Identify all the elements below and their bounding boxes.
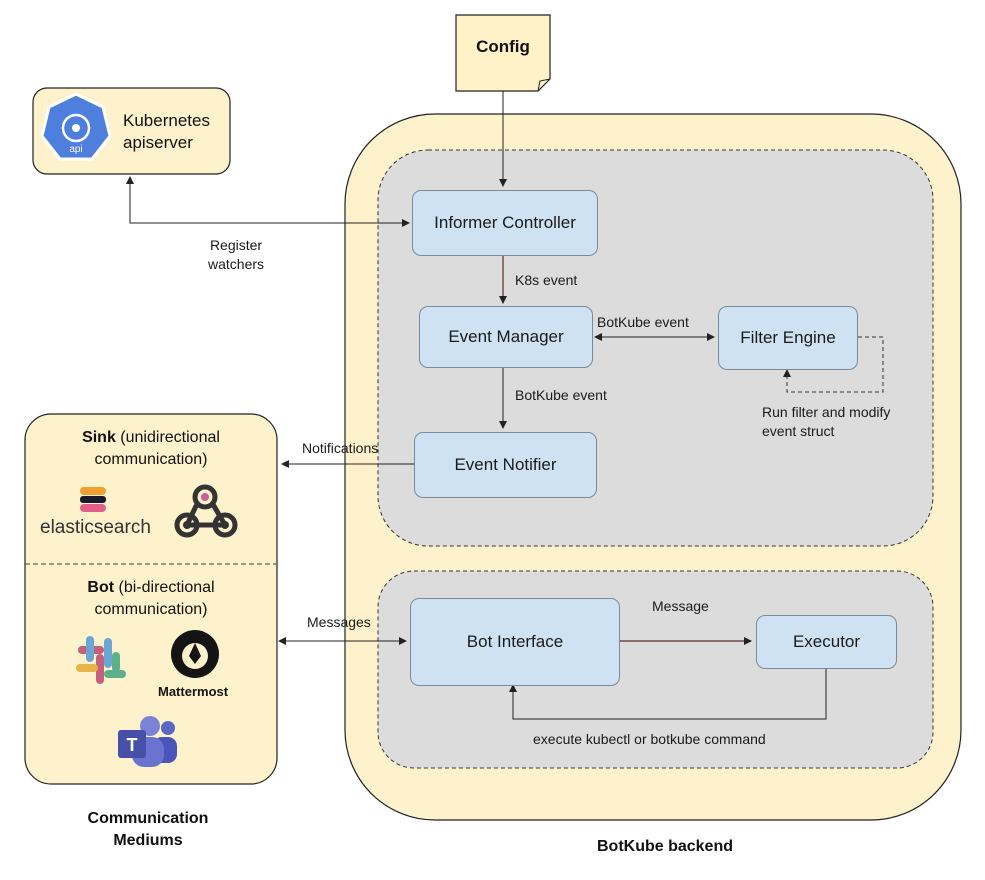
bot-heading-line2: communication) <box>94 601 208 618</box>
event-manager-box[interactable]: Event Manager <box>419 306 593 368</box>
bot-heading: Bot (bi-directional communication) <box>25 577 277 621</box>
bot-rest: (bi-directional <box>114 579 215 596</box>
api-icon-text: api <box>69 144 83 155</box>
apiserver-title: Kubernetes apiserver <box>123 110 210 154</box>
botkube-event-label-filter: BotKube event <box>597 314 689 330</box>
informer-controller-box[interactable]: Informer Controller <box>412 190 598 256</box>
messages-label: Messages <box>307 614 371 630</box>
sink-heading: Sink (unidirectional communication) <box>25 427 277 471</box>
executor-box[interactable]: Executor <box>756 615 897 669</box>
backend-caption: BotKube backend <box>596 838 733 855</box>
run-filter-line2: event struct <box>762 423 835 439</box>
apiserver-title-line2: apiserver <box>123 133 193 152</box>
bot-interface-box[interactable]: Bot Interface <box>410 598 620 686</box>
register-label-line1: Register <box>209 237 263 253</box>
kubernetes-api-icon <box>40 92 112 161</box>
teams-logo-icon: T <box>118 716 177 767</box>
event-notifier-box[interactable]: Event Notifier <box>414 432 597 498</box>
register-label-line2: watchers <box>208 256 265 272</box>
message-label: Message <box>652 598 709 614</box>
mattermost-logo-icon <box>171 630 219 678</box>
elasticsearch-logo-icon <box>80 487 106 512</box>
sink-heading-line2: communication) <box>94 451 208 468</box>
bot-bold: Bot <box>87 579 115 596</box>
sink-rest: (unidirectional <box>115 429 220 446</box>
config-note <box>455 14 551 92</box>
register-watchers-label: Register watchers <box>208 236 264 274</box>
config-label: Config <box>476 37 530 56</box>
mediums-caption: Communication Mediums <box>48 808 248 852</box>
run-filter-line1: Run filter and modify <box>762 404 891 420</box>
svg-text:T: T <box>127 735 138 755</box>
webhook-logo-icon <box>174 484 238 538</box>
notifications-label: Notifications <box>302 440 379 456</box>
apiserver-title-line1: Kubernetes <box>123 111 210 130</box>
bot-heading-line1: Bot (bi-directional <box>25 577 277 599</box>
filter-engine-box[interactable]: Filter Engine <box>718 306 858 370</box>
mediums-caption-line1: Communication <box>87 810 209 827</box>
sink-bold: Sink <box>82 429 116 446</box>
elasticsearch-wordmark: elasticsearch <box>40 517 151 538</box>
mediums-caption-line2: Mediums <box>113 832 183 849</box>
slack-logo-icon <box>76 636 126 684</box>
execute-command-label: execute kubectl or botkube command <box>533 731 766 747</box>
mattermost-wordmark: Mattermost <box>158 684 229 699</box>
botkube-event-label-notifier: BotKube event <box>515 387 607 403</box>
sink-heading-line1: Sink (unidirectional <box>25 427 277 449</box>
k8s-event-label: K8s event <box>515 272 578 288</box>
run-filter-label: Run filter and modify event struct <box>762 403 890 441</box>
